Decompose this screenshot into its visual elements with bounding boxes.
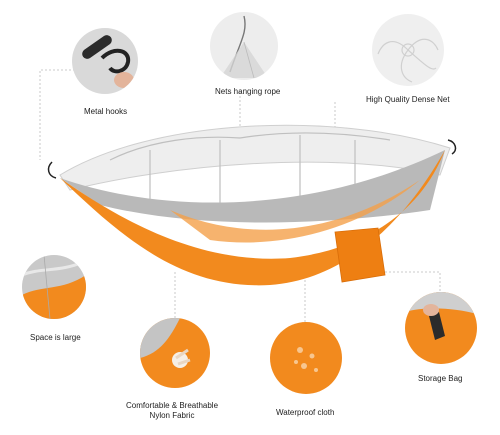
- storage-bag-shape: [334, 227, 386, 283]
- space-large-image: [22, 255, 86, 319]
- nets-rope-label: Nets hanging rope: [215, 87, 281, 96]
- nets-rope-image: [210, 12, 278, 80]
- end-hooks: [47, 139, 457, 179]
- fabric-label-line2: Nylon Fabric: [149, 411, 195, 420]
- hammock-inner-fold: [170, 180, 420, 243]
- net-canopy: [59, 124, 451, 191]
- space-large-label: Space is large: [30, 333, 81, 342]
- storage-bag-label: Storage Bag: [418, 374, 463, 383]
- dense-net-label: High Quality Dense Net: [366, 95, 450, 104]
- waterproof-image: [270, 322, 342, 394]
- hammock-gray-rim: [60, 150, 445, 223]
- fabric-image: [140, 318, 210, 388]
- fabric-label-line1: Comfortable & Breathable: [125, 401, 219, 410]
- metal-hooks-image: [72, 28, 138, 94]
- dense-net-image: [372, 14, 444, 86]
- net-poles: [109, 132, 391, 205]
- waterproof-label: Waterproof cloth: [276, 408, 335, 417]
- metal-hooks-label: Metal hooks: [84, 107, 128, 116]
- storage-bag-image: [405, 292, 477, 364]
